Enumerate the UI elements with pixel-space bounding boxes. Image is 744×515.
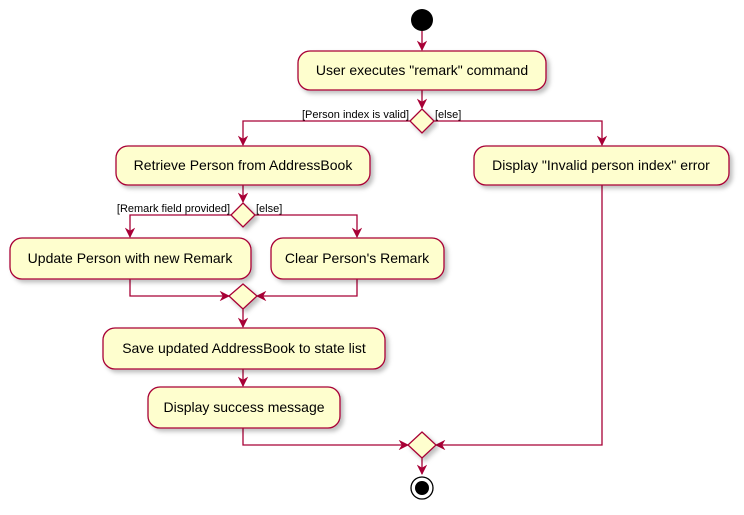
merge-remark	[228, 283, 258, 310]
action-invalid-index: Display "Invalid person index" error	[473, 145, 730, 186]
action-retrieve-person-label: Retrieve Person from AddressBook	[134, 157, 354, 173]
action-update-person-label: Update Person with new Remark	[28, 250, 234, 266]
action-display-success-label: Display success message	[163, 399, 324, 415]
edge-clear-to-merge	[255, 279, 358, 302]
decision-index-valid	[409, 108, 435, 134]
edge-success-to-final-merge	[242, 428, 410, 451]
action-save-addressbook: Save updated AddressBook to state list	[102, 327, 386, 370]
end-node	[410, 476, 434, 500]
edge-invalid-to-final-merge	[434, 185, 603, 451]
edge-decision-to-update	[124, 214, 231, 239]
start-node	[411, 9, 433, 31]
action-display-success: Display success message	[147, 386, 341, 429]
action-user-executes: User executes "remark" command	[297, 50, 547, 91]
action-save-addressbook-label: Save updated AddressBook to state list	[122, 340, 366, 356]
action-invalid-index-label: Display "Invalid person index" error	[492, 157, 710, 173]
guard-index-else: [else]	[435, 109, 461, 121]
guard-remark-provided: [Remark field provided]	[117, 203, 230, 215]
merge-final	[407, 431, 437, 459]
action-user-executes-label: User executes "remark" command	[316, 62, 528, 78]
guard-index-valid: [Person index is valid]	[302, 109, 409, 121]
decision-remark-provided	[230, 202, 256, 228]
action-clear-remark-label: Clear Person's Remark	[285, 250, 430, 266]
edge-decision-to-clear	[255, 214, 363, 239]
edge-update-to-merge	[129, 279, 231, 302]
action-retrieve-person: Retrieve Person from AddressBook	[115, 145, 371, 186]
edge-decision-to-invalid	[434, 120, 608, 147]
edges	[124, 31, 608, 476]
guard-remark-else: [else]	[256, 203, 282, 215]
edge-decision-to-retrieve	[237, 120, 410, 147]
action-update-person: Update Person with new Remark	[9, 237, 252, 280]
action-clear-remark: Clear Person's Remark	[270, 237, 445, 280]
